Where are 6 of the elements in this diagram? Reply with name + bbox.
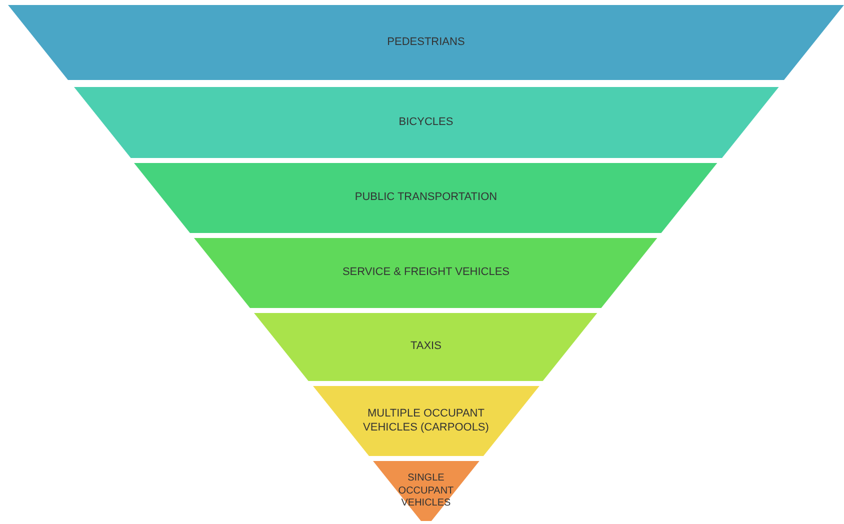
tier-label: TAXIS <box>409 340 442 354</box>
tier-label: PUBLIC TRANSPORTATION <box>354 191 498 205</box>
tier-label: BICYCLES <box>398 116 454 130</box>
tier-label: PEDESTRIANS <box>386 36 466 50</box>
tier-label: SERVICE & FREIGHT VEHICLES <box>341 266 511 280</box>
tier-label: MULTIPLE OCCUPANT VEHICLES (CARPOOLS) <box>362 407 490 435</box>
